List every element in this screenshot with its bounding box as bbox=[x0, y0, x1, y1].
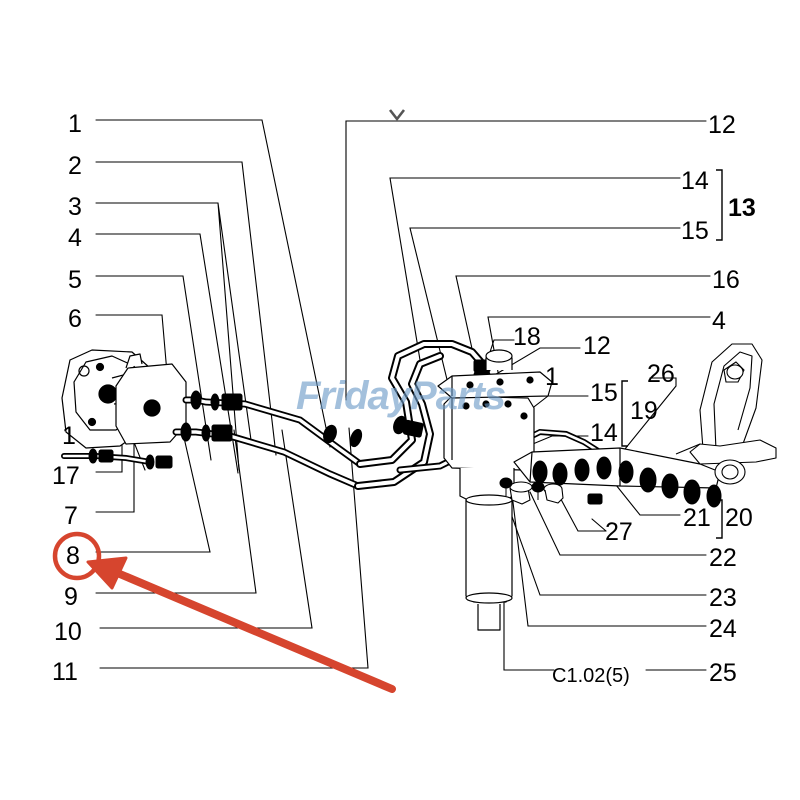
red-annotation bbox=[52, 531, 396, 693]
leader-lines-left bbox=[91, 119, 369, 669]
filter-housing bbox=[443, 395, 535, 631]
callout-5[interactable]: 5 bbox=[68, 266, 82, 294]
callout-21[interactable]: 21 bbox=[683, 504, 711, 532]
callout-1-center[interactable]: 1 bbox=[545, 363, 559, 391]
callout-8[interactable]: 8 bbox=[66, 542, 80, 570]
callout-4[interactable]: 4 bbox=[68, 224, 82, 252]
callout-1-lower[interactable]: 1 bbox=[62, 422, 76, 450]
callout-13[interactable]: 13 bbox=[728, 194, 756, 222]
callout-27[interactable]: 27 bbox=[605, 518, 633, 546]
callout-10[interactable]: 10 bbox=[54, 618, 82, 646]
callout-12[interactable]: 12 bbox=[708, 111, 736, 139]
callout-7[interactable]: 7 bbox=[64, 502, 78, 530]
bolt-heads bbox=[499, 477, 545, 500]
mount-bracket bbox=[437, 349, 553, 399]
callout-12-center[interactable]: 12 bbox=[583, 332, 611, 360]
hose-fittings-left bbox=[88, 390, 243, 470]
callout-15-center[interactable]: 15 bbox=[590, 379, 618, 407]
reference-code-label: C1.02(5) bbox=[552, 665, 630, 687]
callout-17[interactable]: 17 bbox=[52, 462, 80, 490]
callout-18[interactable]: 18 bbox=[513, 323, 541, 351]
callout-4-right[interactable]: 4 bbox=[712, 307, 726, 335]
callout-23[interactable]: 23 bbox=[709, 584, 737, 612]
callout-24[interactable]: 24 bbox=[709, 615, 737, 643]
callout-6[interactable]: 6 bbox=[68, 305, 82, 333]
lift-arm-assembly bbox=[675, 343, 777, 485]
pump-body bbox=[115, 353, 187, 445]
callout-20[interactable]: 20 bbox=[725, 504, 753, 532]
callout-22[interactable]: 22 bbox=[709, 544, 737, 572]
callout-25[interactable]: 25 bbox=[709, 659, 737, 687]
callout-14-center[interactable]: 14 bbox=[590, 419, 618, 447]
small-bolts bbox=[509, 481, 564, 505]
callout-14[interactable]: 14 bbox=[681, 167, 709, 195]
callout-26[interactable]: 26 bbox=[647, 360, 675, 388]
callout-1[interactable]: 1 bbox=[68, 110, 82, 138]
bracket-13 bbox=[716, 169, 723, 241]
callout-3[interactable]: 3 bbox=[68, 193, 82, 221]
callout-19[interactable]: 19 bbox=[630, 397, 658, 425]
callout-9[interactable]: 9 bbox=[64, 583, 78, 611]
leader-lines-right bbox=[345, 120, 711, 671]
callout-2[interactable]: 2 bbox=[68, 152, 82, 180]
callout-16[interactable]: 16 bbox=[712, 266, 740, 294]
top-chevron-mark bbox=[388, 109, 406, 121]
callout-11[interactable]: 11 bbox=[52, 658, 78, 686]
bracket-19 bbox=[621, 380, 628, 447]
callout-15[interactable]: 15 bbox=[681, 217, 709, 245]
